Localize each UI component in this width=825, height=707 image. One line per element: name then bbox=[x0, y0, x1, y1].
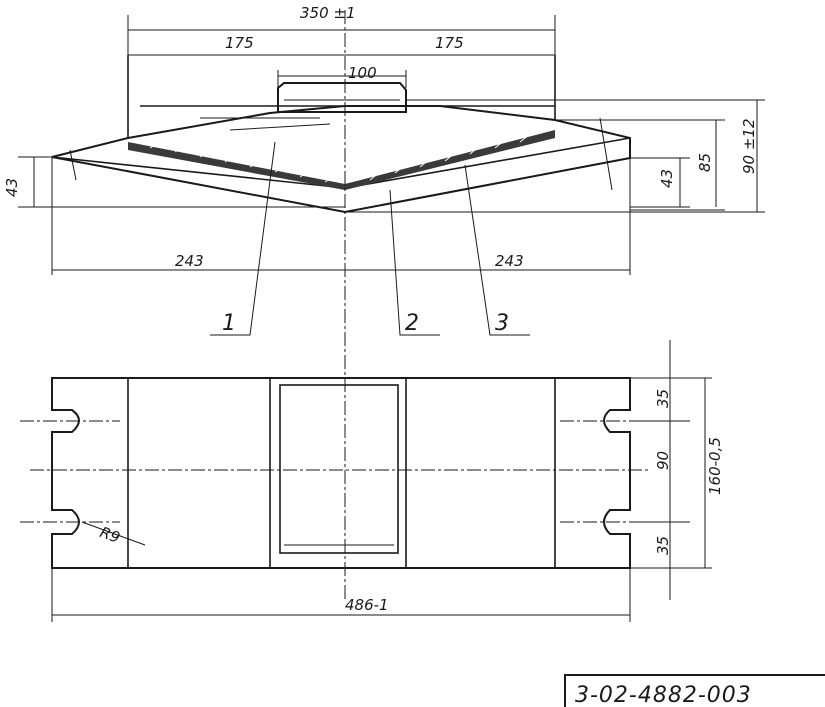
dim-slot-spacing: 90 bbox=[654, 451, 672, 470]
document-number: 3-02-4882-003 bbox=[575, 683, 752, 707]
dim-edge-top: 35 bbox=[654, 389, 672, 408]
callouts: 1 2 3 bbox=[210, 141, 530, 336]
callout-1: 1 bbox=[222, 311, 236, 336]
dim-height-total: 90 ±12 bbox=[740, 118, 758, 174]
elevation-view bbox=[51, 10, 631, 600]
dim-edge-bottom: 35 bbox=[654, 536, 672, 555]
center-window bbox=[279, 384, 399, 554]
weld-bead-left bbox=[128, 141, 345, 190]
dim-half-left: 175 bbox=[225, 34, 254, 52]
elevation-outline bbox=[51, 105, 631, 214]
dim-height-85: 85 bbox=[696, 153, 714, 172]
dim-pad-width: 100 bbox=[348, 64, 377, 82]
dim-overall-top: 350 ±1 bbox=[300, 4, 356, 22]
plan-view: R9 bbox=[20, 377, 660, 569]
dim-right-end-height: 43 bbox=[658, 169, 676, 188]
dim-radius: R9 bbox=[98, 523, 123, 547]
elevation-dimensions: 350 ±1 175 175 100 43 43 85 90 ±12 243 2… bbox=[3, 4, 765, 275]
dim-slope-right: 243 bbox=[495, 252, 524, 270]
dim-half-right: 175 bbox=[435, 34, 464, 52]
weld-bead-right bbox=[345, 130, 555, 190]
dim-left-end-height: 43 bbox=[3, 178, 21, 197]
top-pad bbox=[277, 82, 407, 113]
callout-3: 3 bbox=[495, 311, 509, 336]
dim-plan-width: 160-0,5 bbox=[706, 437, 724, 495]
dim-overall-length: 486-1 bbox=[345, 596, 389, 614]
document-number-block: 3-02-4882-003 bbox=[564, 674, 825, 707]
plan-dimensions: 35 90 35 160-0,5 486-1 bbox=[51, 340, 724, 622]
plan-outline bbox=[51, 377, 631, 569]
callout-2: 2 bbox=[405, 311, 419, 336]
dim-slope-left: 243 bbox=[175, 252, 204, 270]
